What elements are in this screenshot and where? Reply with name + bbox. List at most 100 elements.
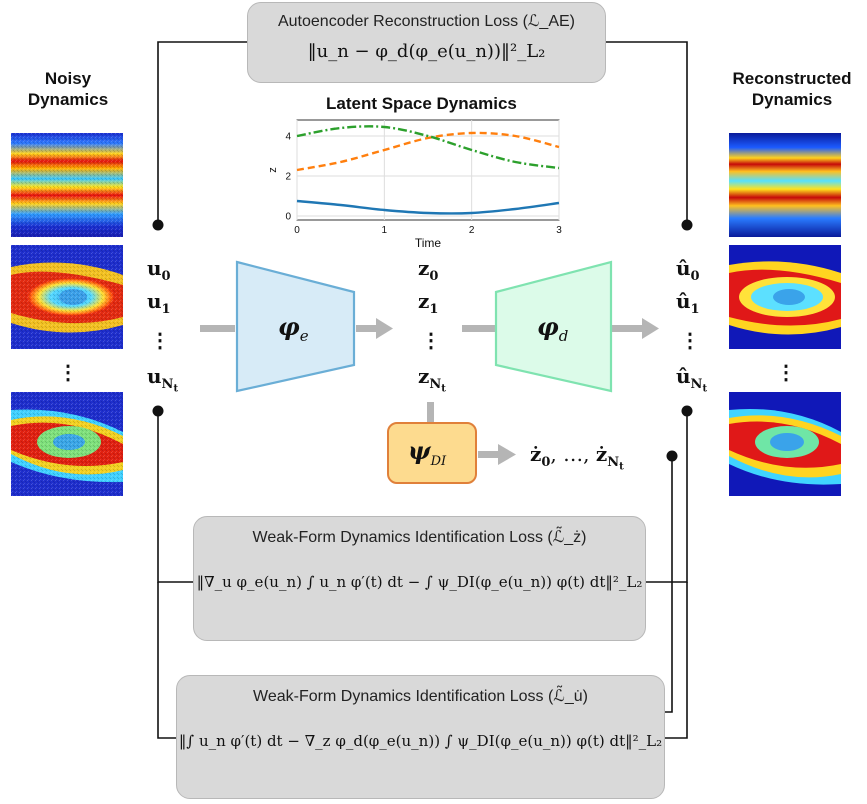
encoder-shape <box>235 260 356 393</box>
weak-z-right-line <box>645 411 688 583</box>
latent-z0-symbol: z <box>418 256 430 280</box>
latent-zN-sub: N <box>429 377 442 392</box>
dynamics-net-sub: DI <box>430 453 447 469</box>
y-tick-label: 0 <box>285 212 291 223</box>
latent-z0: z0 <box>418 256 438 284</box>
encoder-sub: e <box>299 326 309 345</box>
input-uN: uNt <box>147 364 178 395</box>
weak-u-left-line <box>157 582 178 739</box>
y-axis-label: z <box>267 167 279 173</box>
latent-series-2 <box>296 125 560 170</box>
reconstructed-title-line2: Dynamics <box>751 90 833 109</box>
y-tick-label: 4 <box>285 132 291 143</box>
latent-vertical-dots: ⋮ <box>421 328 441 352</box>
output-u0-symbol: û <box>676 256 691 280</box>
latent-z0-sub: 0 <box>429 269 439 284</box>
latent-series-1 <box>296 131 560 172</box>
output-u0-sub: 0 <box>690 269 700 284</box>
input-bottom-dot <box>152 405 164 417</box>
weak-u-deriv-line <box>664 456 673 713</box>
reconstructed-field-n <box>729 392 841 496</box>
output-u1-sub: 1 <box>690 302 700 317</box>
x-axis-label: Time <box>415 236 442 250</box>
input-top-dot <box>152 219 164 231</box>
deriv-sub-0: 0 <box>541 455 551 470</box>
latent-z1-symbol: z <box>418 289 430 313</box>
decoder-shape <box>494 260 613 393</box>
output-uN-subsub: t <box>702 383 708 395</box>
output-uN-sub: N <box>690 377 703 392</box>
output-u1: û1 <box>676 289 700 317</box>
deriv-sub-n: N <box>607 455 620 470</box>
reconstructed-title-line1: Reconstructed <box>732 69 852 88</box>
noisy-title-line2: Dynamics <box>27 90 109 109</box>
input-uN-subsub: t <box>173 383 179 395</box>
deriv-separator: , …, <box>550 442 596 466</box>
decoder-label: φd <box>537 312 568 345</box>
deriv-symbol-0: ż <box>530 442 542 466</box>
deriv-sub-n-t: t <box>619 461 624 473</box>
dynamics-net-box <box>387 422 477 484</box>
weak-z-loss-title: Weak-Form Dynamics Identification Loss (… <box>252 529 587 546</box>
weak-z-loss-box: Weak-Form Dynamics Identification Loss (… <box>193 516 646 641</box>
weak-u-loss-formula: ‖∫ u_n φ′(t) dt − ∇_z φ_d(φ_e(u_n)) ∫ ψ_… <box>178 732 663 750</box>
input-u1-sub: 1 <box>161 302 171 317</box>
latent-plot-title: Latent Space Dynamics <box>326 94 517 113</box>
dynamics-net-label: ψDI <box>408 436 446 469</box>
input-u0-symbol: u <box>147 256 162 280</box>
noisy-dynamics-title: Noisy Dynamics <box>18 68 118 110</box>
output-uN-symbol: û <box>676 364 691 388</box>
weak-u-loss-box: Weak-Form Dynamics Identification Loss (… <box>176 675 665 799</box>
encoder-symbol: φ <box>278 312 300 341</box>
ae-loss-title: Autoencoder Reconstruction Loss (ℒ_AE) <box>277 13 575 30</box>
latent-zN: zNt <box>418 364 446 395</box>
reconstructed-field-0 <box>729 133 841 237</box>
ae-loss-right-line <box>605 41 688 225</box>
input-u0: u0 <box>147 256 171 284</box>
weak-u-loss-title: Weak-Form Dynamics Identification Loss (… <box>253 688 588 705</box>
weak-z-loss-formula: ‖∇_u φ_e(u_n) ∫ u_n φ′(t) dt − ∫ ψ_DI(φ_… <box>196 573 643 591</box>
noisy-field-0 <box>11 133 123 237</box>
x-tick-label: 0 <box>294 225 300 236</box>
output-top-dot <box>681 219 693 231</box>
output-bottom-dot <box>681 405 693 417</box>
input-uN-sub: N <box>161 377 174 392</box>
ae-loss-left-line <box>157 41 248 225</box>
x-tick-label: 3 <box>556 225 562 236</box>
input-u0-sub: 0 <box>161 269 171 284</box>
output-vertical-dots: ⋮ <box>680 328 700 352</box>
input-vertical-dots: ⋮ <box>150 328 170 352</box>
latent-zN-subsub: t <box>441 383 446 395</box>
ae-loss-formula: ‖u_n − φ_d(φ_e(u_n))‖²_L₂ <box>307 41 546 62</box>
reconstructed-dynamics-title: Reconstructed Dynamics <box>718 68 866 110</box>
encoder-label: φe <box>278 312 309 345</box>
deriv-dot <box>666 450 678 462</box>
noisy-field-n <box>11 392 123 496</box>
reconstructed-field-1 <box>729 245 841 349</box>
noisy-ellipsis: ⋮ <box>58 360 78 384</box>
weak-u-right-line <box>664 582 688 739</box>
output-u0: û0 <box>676 256 700 284</box>
output-u1-symbol: û <box>676 289 691 313</box>
ae-loss-box: Autoencoder Reconstruction Loss (ℒ_AE) ‖… <box>247 2 606 83</box>
latent-derivatives: ż0, …, żNt <box>530 442 624 473</box>
latent-z1: z1 <box>418 289 438 317</box>
decoder-sub: d <box>558 326 569 345</box>
y-tick-label: 2 <box>285 172 291 183</box>
noisy-field-1 <box>11 245 123 349</box>
noisy-title-line1: Noisy <box>44 69 92 88</box>
output-uN: ûNt <box>676 364 707 395</box>
input-u1-symbol: u <box>147 289 162 313</box>
weak-z-left-line <box>157 411 195 583</box>
x-tick-label: 2 <box>469 225 475 236</box>
x-tick-label: 1 <box>382 225 388 236</box>
latent-series-0 <box>296 199 560 215</box>
reconstructed-ellipsis: ⋮ <box>776 360 796 384</box>
decoder-symbol: φ <box>537 312 559 341</box>
latent-zN-symbol: z <box>418 364 430 388</box>
input-u1: u1 <box>147 289 171 317</box>
dynamics-net-symbol: ψ <box>408 436 431 465</box>
latent-z1-sub: 1 <box>429 302 439 317</box>
